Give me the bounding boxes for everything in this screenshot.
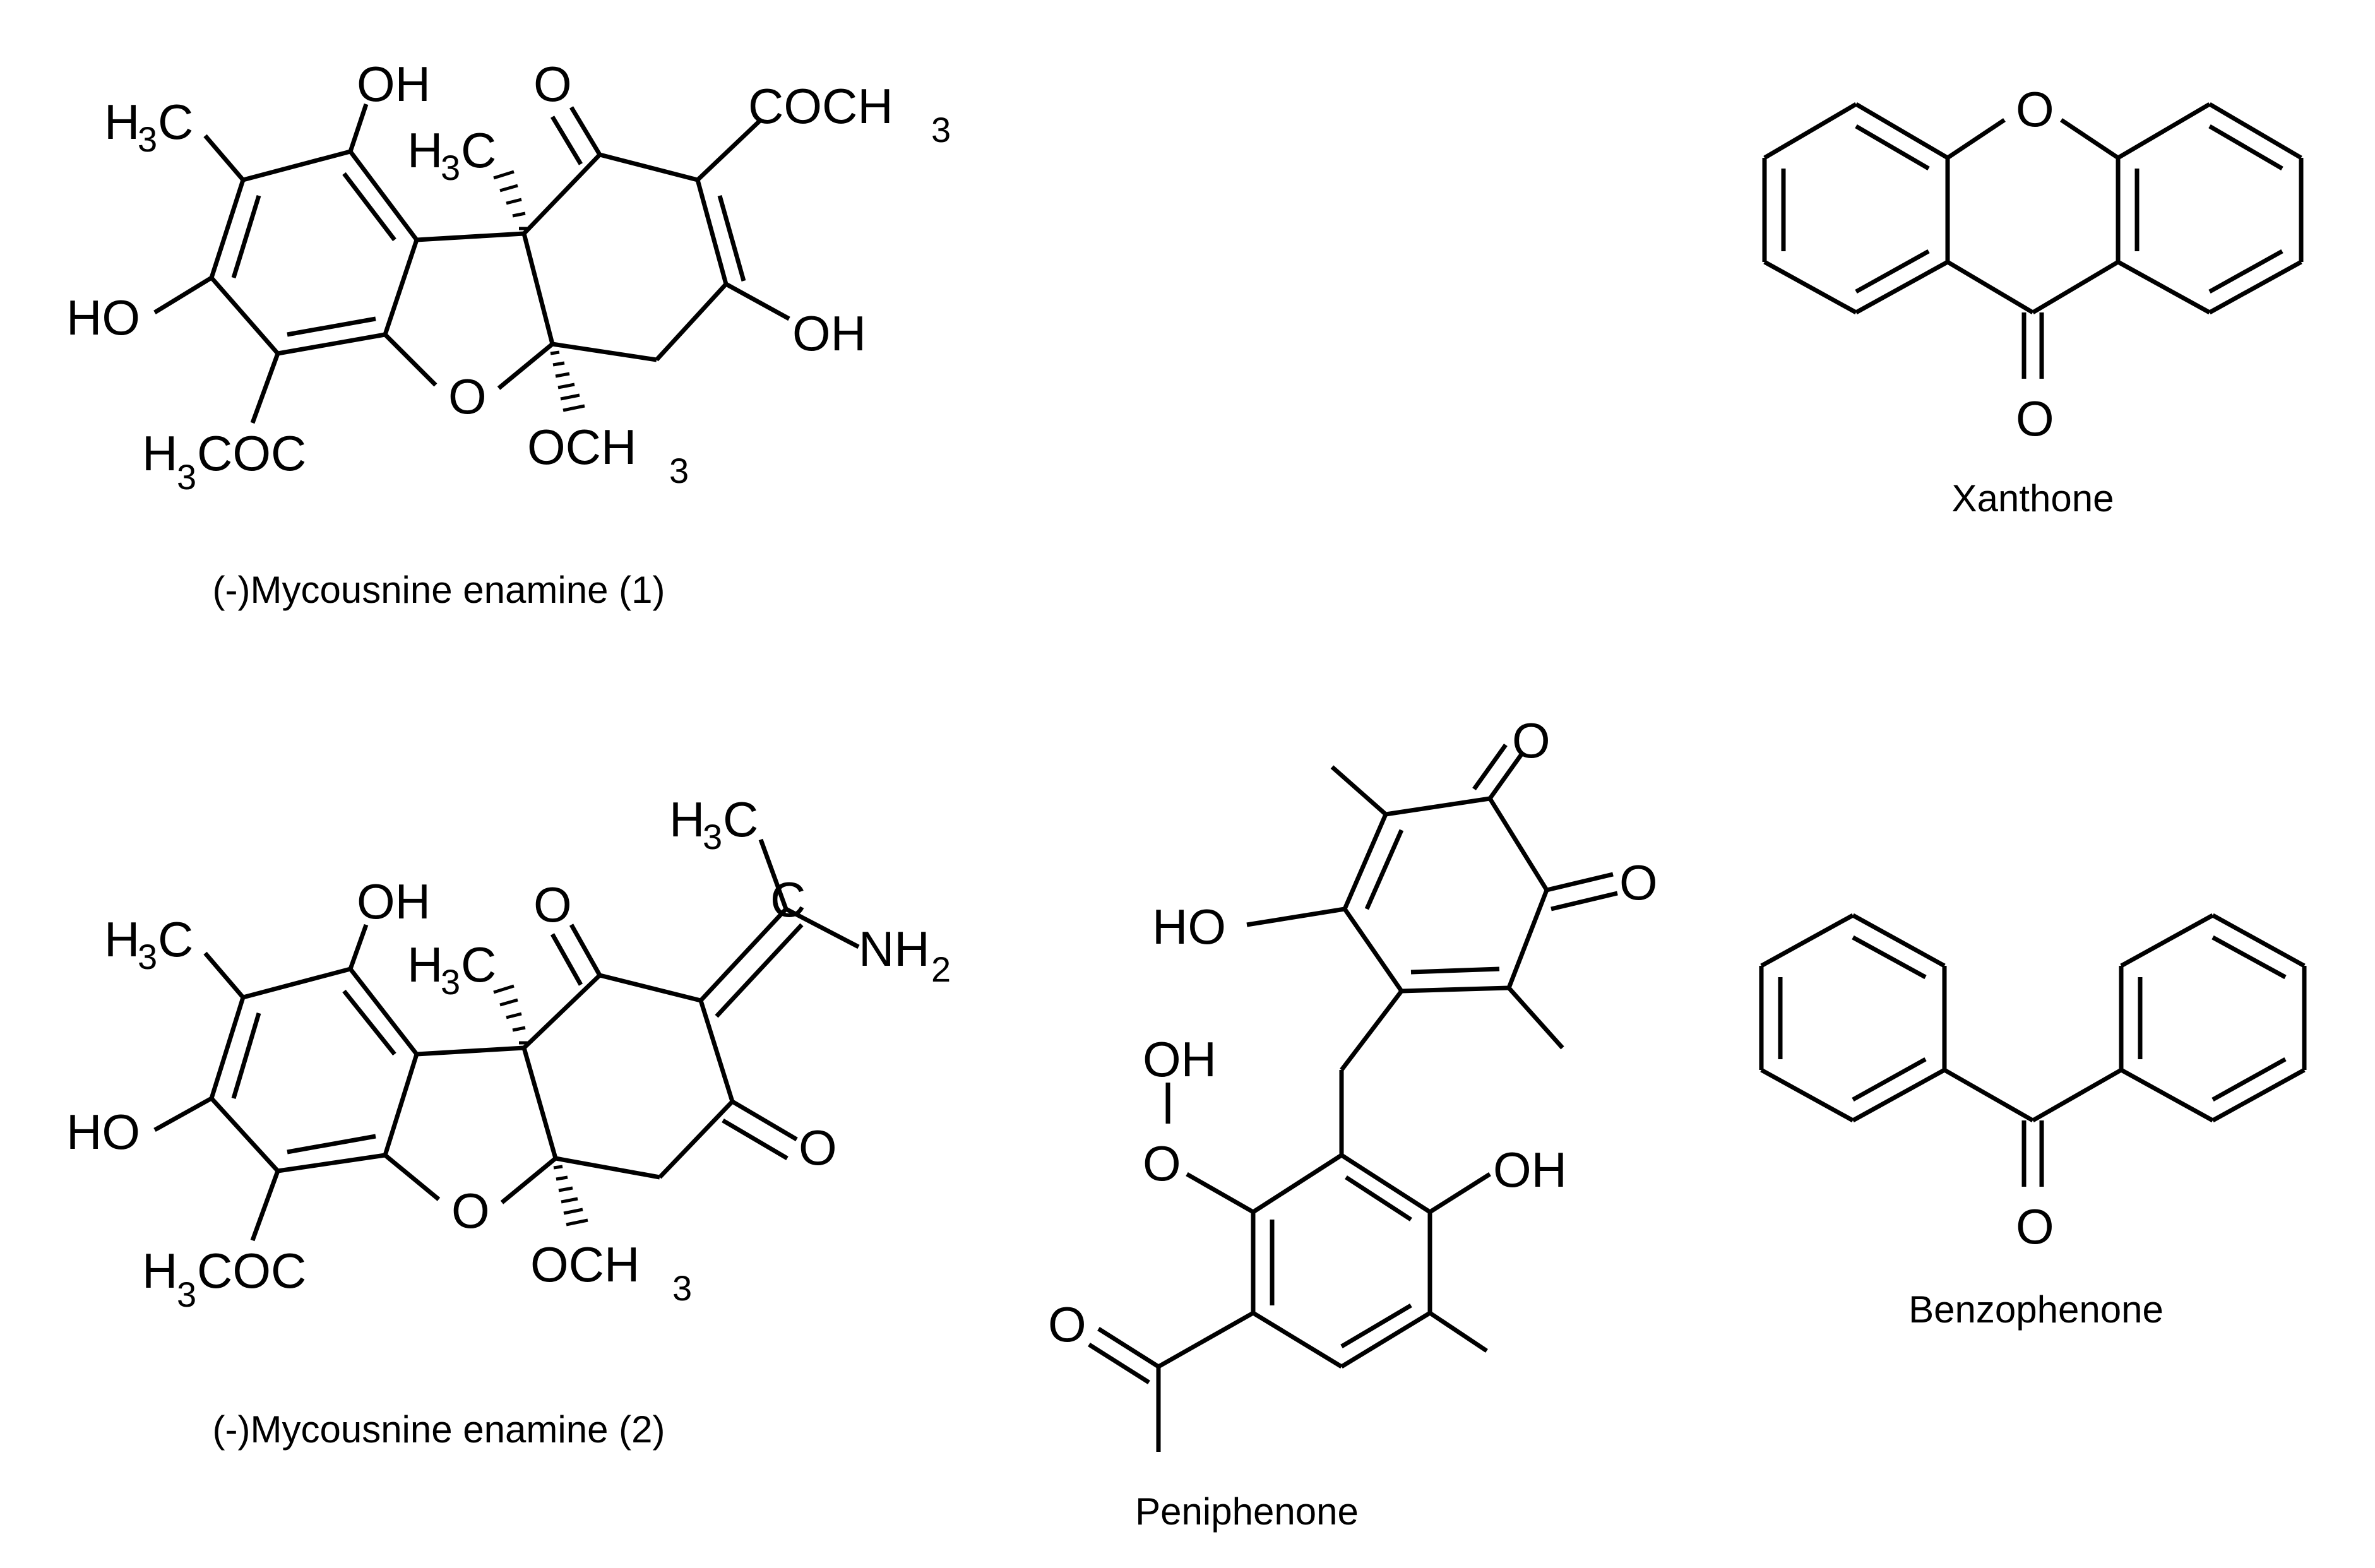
label-och3: OCH bbox=[527, 419, 636, 475]
label-ring-o: O bbox=[451, 1183, 490, 1238]
bonds bbox=[1762, 102, 2304, 379]
label-h3coc-h: H bbox=[142, 1243, 177, 1298]
label-h3coc-sub: 3 bbox=[177, 457, 196, 497]
bonds bbox=[153, 103, 790, 424]
label-ring-o: O bbox=[448, 369, 487, 424]
label-coch3-sub: 3 bbox=[931, 110, 951, 150]
caption-xanthone: Xanthone bbox=[1952, 477, 2114, 520]
label-nh2: NH bbox=[859, 921, 930, 977]
molecule-xanthone: O O Xanthone bbox=[1762, 81, 2304, 520]
label-oh: OH bbox=[357, 874, 431, 929]
label-h3c-h: H bbox=[104, 94, 140, 150]
stereo-hash-bonds bbox=[493, 984, 588, 1226]
label-oh-right: OH bbox=[792, 306, 866, 361]
label-h3c-c: C bbox=[158, 912, 193, 967]
label-acetyl-o: O bbox=[1048, 1297, 1086, 1352]
label-h3c-h: H bbox=[104, 912, 140, 967]
label-och3-sub: 3 bbox=[669, 451, 689, 490]
label-ketone-o: O bbox=[2016, 391, 2054, 446]
bonds bbox=[1088, 743, 1618, 1452]
stereo-hash-bonds bbox=[493, 170, 585, 412]
label-enamine-c: C bbox=[770, 872, 806, 927]
bonds bbox=[153, 838, 860, 1242]
label-oh: OH bbox=[357, 56, 431, 112]
label-h3coc-coc: COC bbox=[197, 1243, 306, 1298]
label-h3c-enamine-c: C bbox=[723, 792, 758, 847]
label-h3c-ring-c: C bbox=[461, 122, 496, 178]
label-h3c-ring-sub: 3 bbox=[441, 962, 460, 1002]
bonds bbox=[1759, 913, 2307, 1187]
label-h3c-ring-h: H bbox=[407, 122, 443, 178]
label-oh-peroxide: OH bbox=[1143, 1031, 1217, 1087]
label-h3c-ring-h: H bbox=[407, 937, 443, 992]
label-nh2-sub: 2 bbox=[931, 949, 951, 989]
label-h3c-c: C bbox=[158, 94, 193, 150]
label-o-peroxide: O bbox=[1143, 1136, 1181, 1191]
label-h3c-enamine-h: H bbox=[669, 792, 705, 847]
label-ho: HO bbox=[66, 1104, 140, 1160]
label-h3c-ring-sub: 3 bbox=[441, 148, 460, 187]
label-oh-right: OH bbox=[1493, 1142, 1567, 1197]
label-quinone-o-right: O bbox=[1619, 855, 1658, 910]
label-h3c-ring-c: C bbox=[461, 937, 496, 992]
label-och3: OCH bbox=[530, 1237, 640, 1292]
label-quinone-o-top: O bbox=[1512, 713, 1551, 768]
label-h3coc-h: H bbox=[142, 425, 177, 481]
atom-labels: O O HO OH O OH O bbox=[1048, 713, 1658, 1352]
molecule-mycousnine-enamine-1: OH H 3 C H 3 C O COCH 3 HO OH O H 3 COC … bbox=[66, 56, 951, 611]
caption-peniphenone: Peniphenone bbox=[1135, 1490, 1359, 1533]
molecule-mycousnine-enamine-2: OH H 3 C H 3 C O H 3 C C NH 2 O HO O H 3… bbox=[66, 792, 951, 1451]
molecule-benzophenone: O Benzophenone bbox=[1759, 913, 2307, 1331]
label-h3c-sub: 3 bbox=[138, 119, 157, 159]
caption-mycousnine-2: (-)Mycousnine enamine (2) bbox=[213, 1408, 665, 1451]
label-ketone-o: O bbox=[533, 877, 572, 932]
caption-mycousnine-1: (-)Mycousnine enamine (1) bbox=[213, 569, 665, 611]
label-ketone-o-right: O bbox=[799, 1120, 837, 1175]
label-h3c-sub: 3 bbox=[138, 937, 157, 977]
label-ho: HO bbox=[66, 290, 140, 345]
label-ho: HO bbox=[1152, 899, 1226, 954]
label-coch3: COCH bbox=[748, 78, 893, 134]
caption-benzophenone: Benzophenone bbox=[1908, 1288, 2164, 1331]
atom-labels: OH H 3 C H 3 C O H 3 C C NH 2 O HO O H 3… bbox=[66, 792, 951, 1314]
molecule-peniphenone: O O HO OH O OH O Peniphenone bbox=[1048, 713, 1658, 1533]
label-h3coc-coc: COC bbox=[197, 425, 306, 481]
label-och3-sub: 3 bbox=[672, 1268, 692, 1308]
label-ring-o: O bbox=[2016, 81, 2054, 137]
atom-labels: OH H 3 C H 3 C O COCH 3 HO OH O H 3 COC … bbox=[66, 56, 951, 497]
label-ketone-o: O bbox=[2016, 1199, 2054, 1254]
label-h3coc-sub: 3 bbox=[177, 1274, 196, 1314]
label-h3c-enamine-sub: 3 bbox=[703, 817, 722, 857]
label-ketone-o: O bbox=[533, 56, 572, 112]
